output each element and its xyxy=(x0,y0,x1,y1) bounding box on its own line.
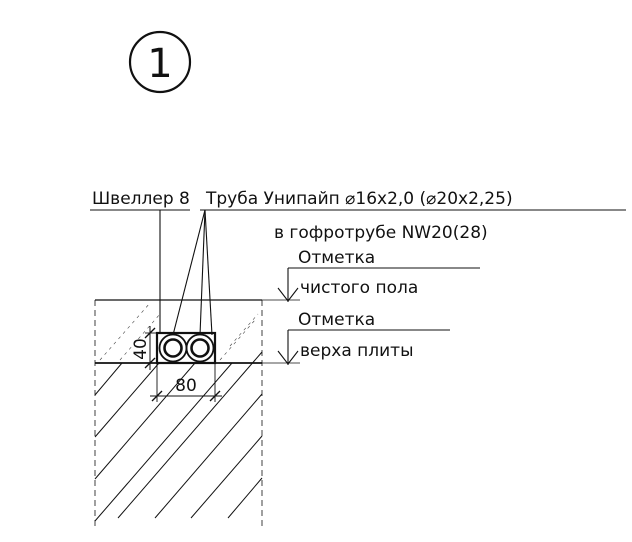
slab-section xyxy=(94,300,263,530)
dimension-height: 40 xyxy=(131,326,160,370)
dimension-width: 80 xyxy=(150,363,222,402)
screed-hatching xyxy=(99,302,259,361)
dimension-width-value: 80 xyxy=(175,376,197,396)
dimension-height-value: 40 xyxy=(131,338,151,360)
leaders xyxy=(90,209,626,336)
detail-marker-circle xyxy=(128,30,192,94)
label-floor-mark-text: чистого пола xyxy=(300,278,418,298)
slab-hatching xyxy=(94,351,263,522)
floor-level-mark xyxy=(262,267,480,302)
label-floor-mark-title: Отметка xyxy=(298,248,375,268)
label-channel: Швеллер 8 xyxy=(92,189,190,209)
detail-marker-number: 1 xyxy=(147,41,172,87)
pipe-leader-2 xyxy=(199,209,206,336)
screed-layer xyxy=(95,299,262,361)
detail-marker: 1 xyxy=(128,30,192,94)
label-slab-mark-text: верха плиты xyxy=(300,341,414,361)
slab-level-mark xyxy=(262,329,450,365)
pipe-left-inner xyxy=(163,338,183,358)
pipe-leader-3 xyxy=(204,209,213,336)
pipe-leader-1 xyxy=(172,209,206,336)
channel-profile xyxy=(155,331,217,365)
channel-with-pipes xyxy=(155,331,217,365)
label-pipe: Труба Унипайп ⌀16x2,0 (⌀20x2,25) xyxy=(205,189,513,209)
pipe-right-inner xyxy=(190,338,210,358)
label-corrugated: в гофротрубе NW20(28) xyxy=(274,223,488,243)
label-slab-mark-title: Отметка xyxy=(298,310,375,330)
